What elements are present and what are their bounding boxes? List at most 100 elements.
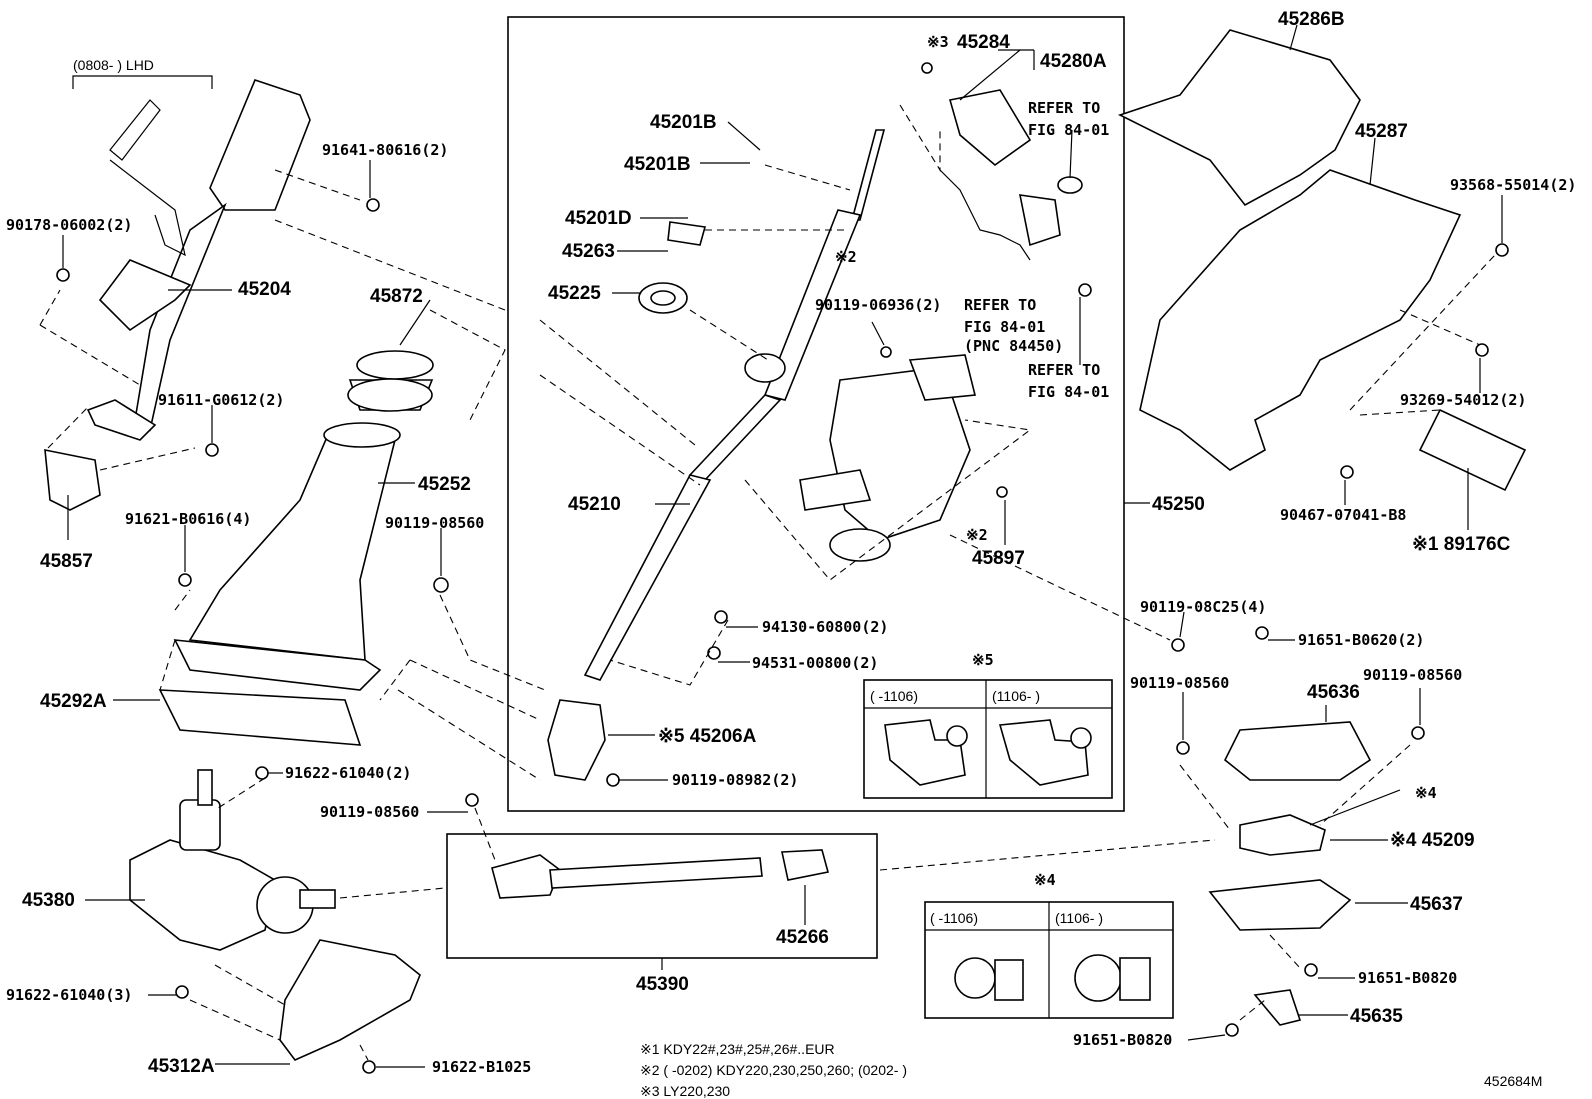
label-93568-55014: 93568-55014(2)	[1450, 176, 1576, 194]
column-cover-lower-45287	[1139, 169, 1462, 471]
bolt-icon	[56, 62, 1509, 1074]
universal-joint-45209	[1239, 814, 1326, 856]
diagram-id: 452684M	[1484, 1073, 1542, 1089]
label-91651-b0620: 91651-B0620(2)	[1298, 631, 1424, 649]
note5-yoke-old	[884, 719, 968, 786]
bracket-45857	[44, 449, 101, 511]
label-90119-08560-a: 90119-08560	[385, 514, 484, 532]
seal-45225	[638, 282, 688, 314]
label-45209: ※4 45209	[1390, 830, 1475, 851]
label-90119-08560-d: 90119-08560	[1363, 666, 1462, 684]
label-refer-fig-a: REFER TO	[964, 296, 1036, 314]
label-45872: 45872	[370, 286, 423, 307]
label-note3: ※3	[927, 33, 949, 51]
label-45636: 45636	[1307, 682, 1360, 703]
label-45292A: 45292A	[40, 691, 107, 712]
label-45287: 45287	[1355, 121, 1408, 142]
label-90178-06002: 90178-06002(2)	[6, 216, 132, 234]
gasket-45292A	[158, 689, 362, 746]
label-45250: 45250	[1152, 494, 1205, 515]
label-45266: 45266	[776, 927, 829, 948]
label-45201B-a: 45201B	[650, 112, 717, 133]
label-89176C: ※1 89176C	[1412, 534, 1511, 555]
universal-joint-45206A	[547, 699, 606, 781]
label-91611-g0612: 91611-G0612(2)	[158, 391, 284, 409]
label-94531-00800: 94531-00800(2)	[752, 654, 878, 672]
label-91622-61040-3: 91622-61040(3)	[6, 986, 132, 1004]
label-note2-b: ※2	[966, 526, 988, 544]
label-45286B: 45286B	[1278, 9, 1345, 30]
footnote-2: ※2 ( -0202) KDY220,230,250,260; (0202- )	[640, 1062, 907, 1078]
label-lhd: (0808- ) LHD	[73, 57, 154, 73]
label-90119-08982: 90119-08982(2)	[672, 771, 798, 789]
label-45204: 45204	[238, 279, 291, 300]
column-cover-upper-45286B	[1117, 29, 1361, 207]
footnote-1: ※1 KDY22#,23#,25#,26#..EUR	[640, 1041, 835, 1057]
clip-45263	[667, 221, 707, 246]
hole-cover-45252	[173, 422, 401, 691]
steering-column-assembly-box	[507, 16, 1125, 812]
label-45284: 45284	[957, 32, 1010, 53]
column-bracket-45204	[86, 79, 311, 441]
label-91621-b0616: 91621-B0616(4)	[125, 510, 251, 528]
ignition-lock-45280A	[939, 89, 1083, 261]
label-90119-08560-c: 90119-08560	[1130, 674, 1229, 692]
label-93269-54012: 93269-54012(2)	[1400, 391, 1526, 409]
label-45857: 45857	[40, 551, 93, 572]
cover-45637	[1208, 879, 1352, 931]
label-note4-col2: (1106- )	[1055, 910, 1103, 926]
dashed-guides	[39, 104, 1496, 1061]
label-refer-fig-c2: FIG 84-01	[1028, 383, 1109, 401]
label-note5-mark: ※5	[972, 651, 994, 669]
label-note2-a: ※2	[835, 248, 857, 266]
bracket-45635	[1253, 989, 1302, 1026]
label-45201B-b: 45201B	[624, 154, 691, 175]
caution-plate-89176C	[1418, 408, 1527, 492]
label-refer-fig-b2: FIG 84-01	[1028, 121, 1109, 139]
label-90119-08560-b: 90119-08560	[320, 803, 419, 821]
note5-yoke-new	[998, 719, 1092, 786]
label-refer-fig-a2: FIG 84-01	[964, 318, 1045, 336]
label-45390: 45390	[636, 974, 689, 995]
label-note5-col2: (1106- )	[992, 688, 1040, 704]
label-45263: 45263	[562, 241, 615, 262]
label-note4-bubble: ※4	[1415, 784, 1437, 802]
intermediate-shaft-45390	[491, 849, 829, 899]
label-91622-61040-2: 91622-61040(2)	[285, 764, 411, 782]
label-refer-fig-b: REFER TO	[1028, 99, 1100, 117]
label-90119-06936: 90119-06936(2)	[815, 296, 941, 314]
label-note4-col1: ( -1106)	[930, 910, 978, 926]
steering-gear-45380	[129, 769, 336, 951]
label-45206A: ※5 45206A	[658, 726, 757, 747]
footnote-3: ※3 LY220,230	[640, 1083, 730, 1099]
boot-45872	[347, 350, 434, 412]
column-bracket-assembly	[799, 354, 977, 562]
label-45225: 45225	[548, 283, 601, 304]
label-note5-col1: ( -1106)	[870, 688, 918, 704]
label-45637: 45637	[1410, 894, 1463, 915]
label-45252: 45252	[418, 474, 471, 495]
note5-table	[863, 679, 1113, 799]
label-note4-mark: ※4	[1034, 871, 1056, 889]
label-45635: 45635	[1350, 1006, 1403, 1027]
label-91641-80616: 91641-80616(2)	[322, 141, 448, 159]
column-hole-cover-45636	[1223, 721, 1372, 781]
label-45280A: 45280A	[1040, 51, 1107, 72]
label-45210: 45210	[568, 494, 621, 515]
label-45312A: 45312A	[148, 1056, 215, 1077]
label-45201D: 45201D	[565, 208, 632, 229]
label-91651-b0820-b: 91651-B0820	[1073, 1031, 1172, 1049]
note4-clamp-new	[1074, 954, 1151, 1002]
label-91651-b0820-a: 91651-B0820	[1358, 969, 1457, 987]
column-shaft-45210	[583, 129, 886, 681]
leader-lines	[62, 24, 1503, 1068]
label-45897: 45897	[972, 548, 1025, 569]
label-refer-fig-c: REFER TO	[1028, 361, 1100, 379]
label-94130-60800: 94130-60800(2)	[762, 618, 888, 636]
label-45380: 45380	[22, 890, 75, 911]
note4-clamp-old	[954, 957, 1024, 1001]
label-90467-07041-b8: 90467-07041-B8	[1280, 506, 1406, 524]
bracket-45312A	[279, 939, 421, 1061]
